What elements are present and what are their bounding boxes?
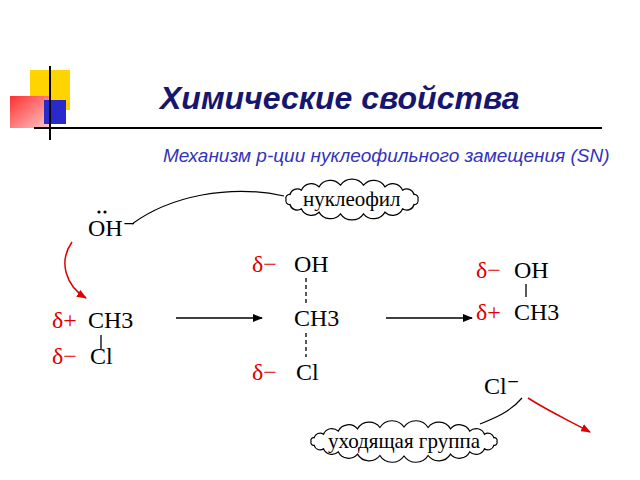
hydroxyl-group: OH (514, 258, 549, 282)
callout-text: нуклеофил (303, 189, 401, 210)
attack-arrow (65, 242, 86, 298)
cloud-shape (311, 421, 497, 463)
callout-cloud: уходящая группа (306, 422, 502, 461)
partial-charge: δ+ (52, 308, 77, 332)
reaction-arrow (176, 317, 262, 318)
deco-square (44, 100, 66, 124)
methyl-group: CH3 (294, 306, 339, 330)
lone-pair-dot (103, 210, 106, 213)
partial-charge: δ− (476, 258, 501, 282)
nucleophile-formula: OH⁻ (88, 216, 135, 240)
leader-line (132, 191, 284, 224)
callout-text: уходящая группа (328, 431, 480, 452)
partial-bond (305, 333, 306, 357)
title-rule (34, 127, 602, 129)
subtitle: Механизм р-ции нуклеофильного замещения … (163, 146, 610, 165)
cloud-shape (286, 179, 418, 220)
methyl-group: CH3 (88, 308, 133, 332)
chloride-ion: Cl⁻ (484, 374, 519, 398)
bond (525, 284, 526, 297)
leaving-arrow (528, 398, 590, 432)
lone-pair-dot (97, 210, 100, 213)
chlorine-atom: Cl (296, 360, 319, 384)
reaction-arrow (386, 317, 472, 318)
partial-charge: δ− (252, 360, 277, 384)
leader-line (480, 398, 522, 424)
chlorine-atom: Cl (90, 344, 113, 368)
partial-charge: δ+ (476, 300, 501, 324)
slide-title: Химические свойства (160, 82, 520, 114)
partial-bond (305, 278, 306, 303)
methyl-group: CH3 (514, 300, 559, 324)
partial-charge: δ− (52, 344, 77, 368)
partial-charge: δ− (252, 252, 277, 276)
callout-cloud: нуклеофил (281, 180, 423, 219)
hydroxyl-group: OH (294, 252, 329, 276)
